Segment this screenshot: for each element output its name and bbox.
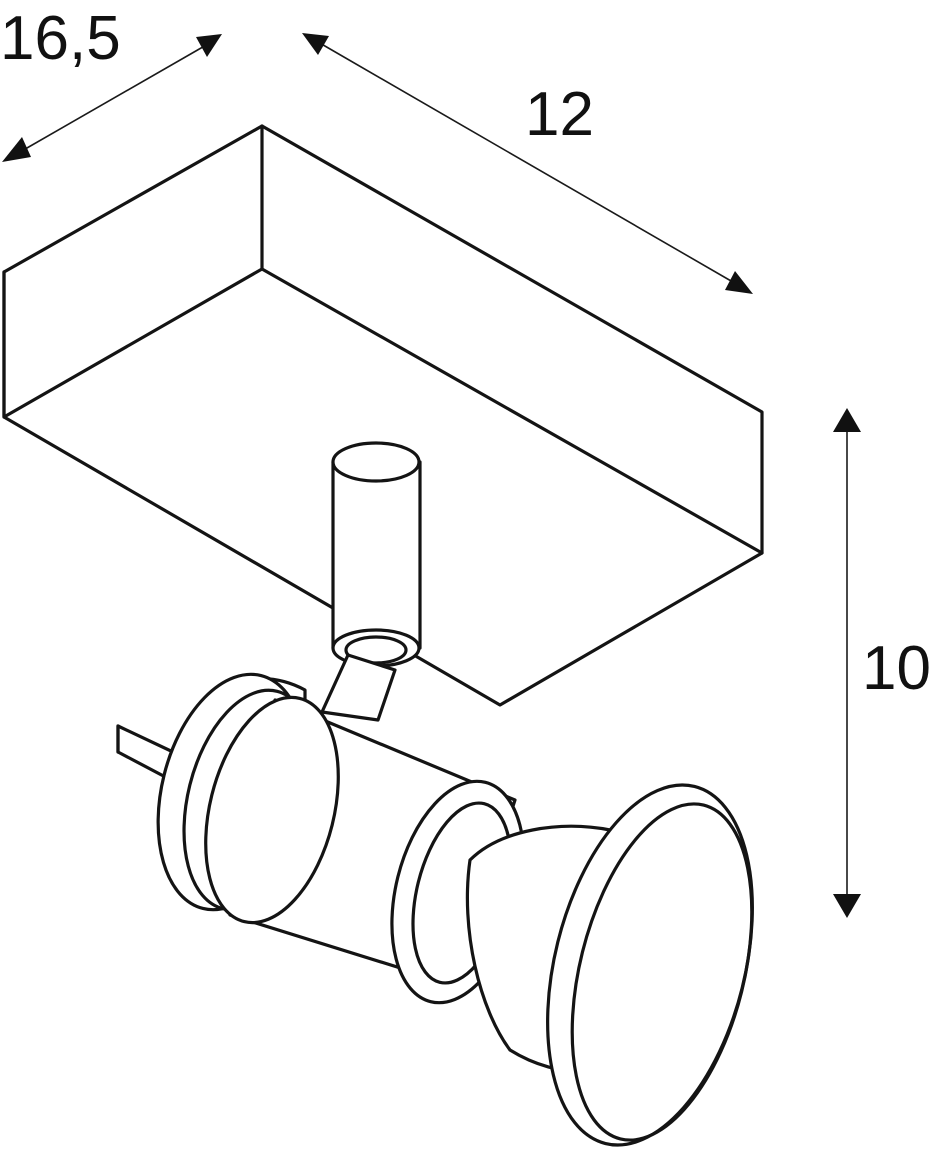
depth-dimension-label: 16,5 bbox=[0, 4, 121, 73]
width-dimension-arrow bbox=[302, 33, 753, 294]
width-dimension-label: 12 bbox=[525, 80, 594, 149]
height-dimension-label: 10 bbox=[862, 634, 931, 703]
reflector-lamp bbox=[465, 783, 754, 1147]
mounting-base bbox=[2, 124, 764, 707]
stem bbox=[320, 441, 422, 722]
height-dimension-arrow bbox=[833, 408, 861, 918]
depth-dimension-arrow bbox=[2, 34, 222, 162]
